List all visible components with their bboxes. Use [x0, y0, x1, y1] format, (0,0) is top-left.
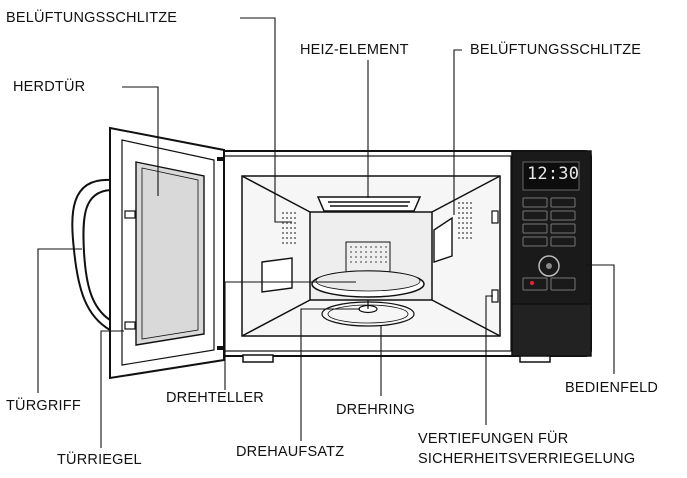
label-interlock-line1: VERTIEFUNGEN FÜR	[418, 431, 568, 447]
turntable	[312, 271, 424, 297]
oven-door	[110, 128, 224, 378]
label-heater: HEIZ-ELEMENT	[300, 42, 409, 58]
label-panel: BEDIENFELD	[565, 380, 658, 396]
label-door: HERDTÜR	[13, 79, 85, 95]
label-vent-right: BELÜFTUNGSSCHLITZE	[470, 42, 641, 58]
door-handle	[72, 180, 110, 330]
label-vent-left: BELÜFTUNGSSCHLITZE	[6, 10, 177, 26]
label-latch: TÜRRIEGEL	[57, 452, 142, 468]
label-turntable: DREHTELLER	[166, 390, 264, 406]
label-coupler: DREHAUFSATZ	[236, 444, 344, 460]
label-ring: DREHRING	[336, 402, 415, 418]
label-interlock-line2: SICHERHEITSVERRIEGELUNG	[418, 451, 635, 467]
label-handle: TÜRGRIFF	[6, 398, 81, 414]
heating-element	[318, 197, 420, 211]
display-time: 12:30	[527, 166, 579, 182]
